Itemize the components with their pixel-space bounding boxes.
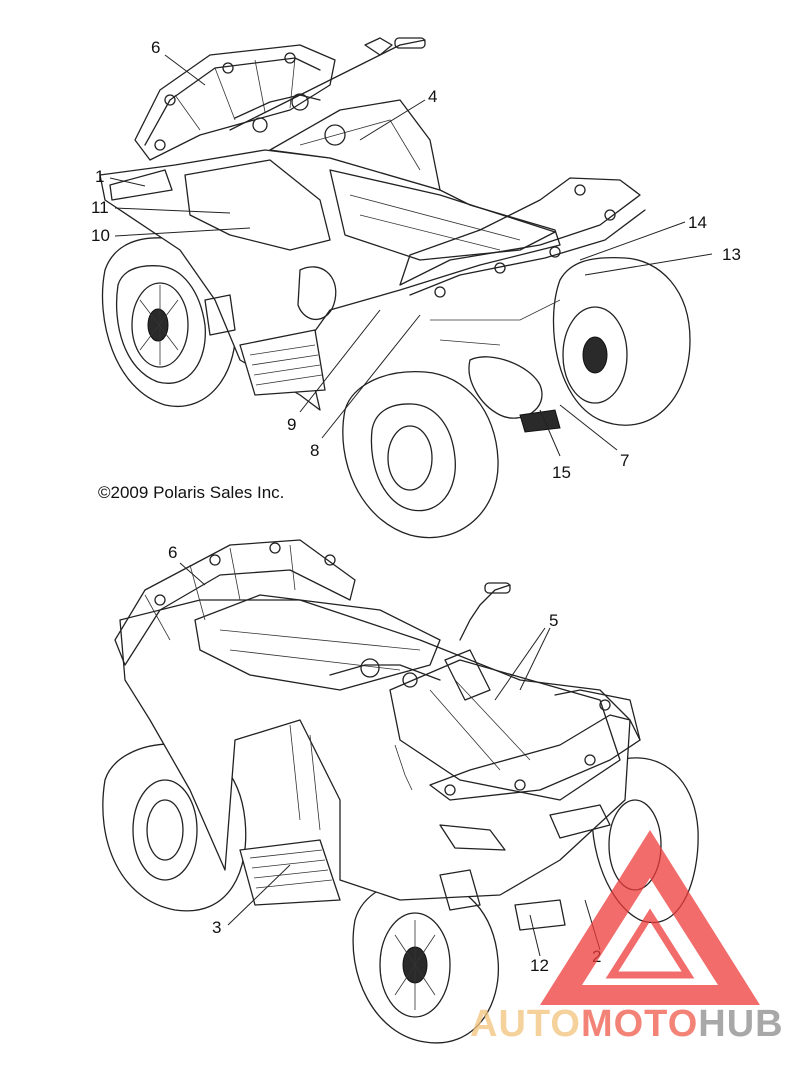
watermark-hub: HUB xyxy=(698,1003,783,1045)
callout-7: 7 xyxy=(620,451,629,470)
inner-triangle-icon xyxy=(605,908,695,979)
callout-6-top: 6 xyxy=(151,38,160,57)
callout-15: 15 xyxy=(552,463,571,482)
callout-1: 1 xyxy=(95,167,104,186)
footrest-top xyxy=(239,329,326,396)
callout-12: 12 xyxy=(530,956,549,975)
callout-3: 3 xyxy=(212,918,221,937)
seat-bottom xyxy=(194,594,441,691)
callout-8: 8 xyxy=(310,441,319,460)
bottom-leaders xyxy=(179,562,601,957)
callout-4: 4 xyxy=(428,87,437,106)
callout-5: 5 xyxy=(549,611,558,630)
top-leaders xyxy=(109,54,713,457)
top-callouts: 6 4 1 11 10 14 13 9 8 15 7 xyxy=(91,38,741,482)
rear-rack-top xyxy=(134,44,336,161)
copyright-text: ©2009 Polaris Sales Inc. xyxy=(98,483,284,502)
watermark-moto: MOTO xyxy=(581,1003,698,1045)
callout-9: 9 xyxy=(287,415,296,434)
callout-14: 14 xyxy=(688,213,707,232)
watermark-logo: AUTOMOTOHUB xyxy=(470,830,784,1045)
right-wheel-top xyxy=(552,256,691,426)
headlight xyxy=(439,824,506,851)
front-left-wheel-top xyxy=(342,370,499,539)
handlebars-top xyxy=(229,37,426,146)
atv-bottom-illustration xyxy=(102,539,699,1044)
front-rack-top xyxy=(399,177,646,298)
callout-11: 11 xyxy=(91,198,109,217)
watermark-auto: AUTO xyxy=(470,1003,581,1045)
handlebars-bottom xyxy=(329,582,511,688)
callout-13: 13 xyxy=(722,245,741,264)
rear-rack-bottom xyxy=(114,539,356,666)
atv-top-illustration xyxy=(99,37,691,539)
footrest-bottom xyxy=(239,839,341,906)
seat-top xyxy=(329,169,556,261)
front-rack-bottom xyxy=(429,689,641,801)
svg-text:AUTOMOTOHUB: AUTOMOTOHUB xyxy=(470,1003,784,1045)
front-left-wheel-bottom xyxy=(352,879,500,1044)
callout-10: 10 xyxy=(91,226,110,245)
callout-6-bottom: 6 xyxy=(168,543,177,562)
warning-triangle-icon xyxy=(540,830,760,1005)
